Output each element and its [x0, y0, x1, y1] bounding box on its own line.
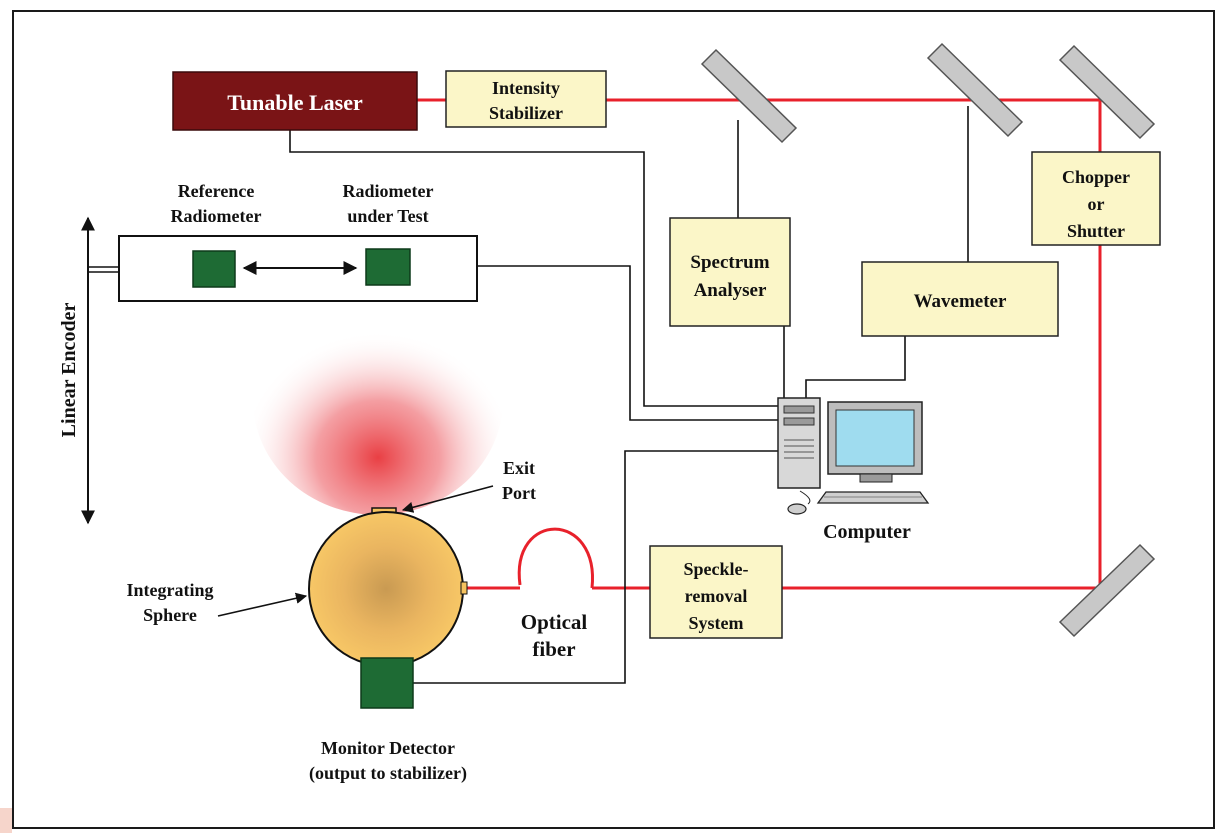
mirror — [1058, 543, 1156, 638]
integrating-sphere-label-2: Sphere — [143, 605, 197, 625]
spectrum-analyser-box — [669, 217, 791, 327]
integrating-sphere — [308, 511, 464, 667]
chopper-label-1: Chopper — [1062, 167, 1130, 187]
spectrum-analyser-label-2: Analyser — [694, 280, 767, 301]
wavemeter-box — [861, 261, 1059, 337]
tunable-laser-box — [172, 71, 418, 131]
intensity-stabilizer-label-1: Intensity — [492, 78, 560, 98]
exit-port-arrow — [401, 485, 494, 513]
integrating-sphere-label-1: Integrating — [127, 580, 214, 600]
integrating-sphere-arrow — [217, 592, 308, 617]
exit-port-label-1: Exit — [503, 458, 535, 478]
computer-icon — [777, 397, 930, 515]
intensity-stabilizer-label-2: Stabilizer — [489, 103, 563, 123]
monitor-detector-label-1: Monitor Detector — [321, 738, 455, 758]
speckle-removal-box — [649, 545, 783, 639]
optical-fiber-label-2: fiber — [532, 637, 575, 661]
chopper-shutter-box — [1031, 151, 1161, 246]
light-glow — [253, 285, 503, 515]
corner-mark — [0, 808, 12, 833]
optical-fiber-label-1: Optical — [521, 610, 588, 634]
mirror — [700, 48, 798, 144]
monitor-detector — [360, 657, 414, 709]
reference-radiometer-label-2: Radiometer — [171, 206, 262, 226]
speckle-label-2: removal — [685, 586, 748, 606]
spectrum-analyser-label-1: Spectrum — [690, 252, 769, 273]
exit-port-label-2: Port — [502, 483, 536, 503]
mirror — [1058, 44, 1156, 140]
fiber-port — [460, 581, 468, 595]
signal-wires — [289, 106, 969, 684]
radiometer-under-test-label-2: under Test — [347, 206, 428, 226]
chopper-label-3: Shutter — [1067, 221, 1125, 241]
radiometer-under-test-label-1: Radiometer — [343, 181, 434, 201]
reference-radiometer — [192, 250, 236, 288]
reference-radiometer-label-1: Reference — [178, 181, 255, 201]
tunable-laser-label: Tunable Laser — [227, 90, 363, 115]
computer-label: Computer — [823, 521, 911, 543]
radiometer-under-test — [365, 248, 411, 286]
mirror — [926, 42, 1024, 138]
intensity-stabilizer-box — [445, 70, 607, 128]
laser-beam — [416, 98, 1102, 590]
speckle-label-1: Speckle- — [684, 559, 749, 579]
chopper-label-2: or — [1088, 194, 1105, 214]
speckle-label-3: System — [689, 613, 744, 633]
wavemeter-label: Wavemeter — [914, 291, 1007, 312]
linear-encoder-label: Linear Encoder — [58, 303, 80, 438]
monitor-detector-label-2: (output to stabilizer) — [309, 763, 467, 784]
diagram-frame — [12, 10, 1215, 829]
